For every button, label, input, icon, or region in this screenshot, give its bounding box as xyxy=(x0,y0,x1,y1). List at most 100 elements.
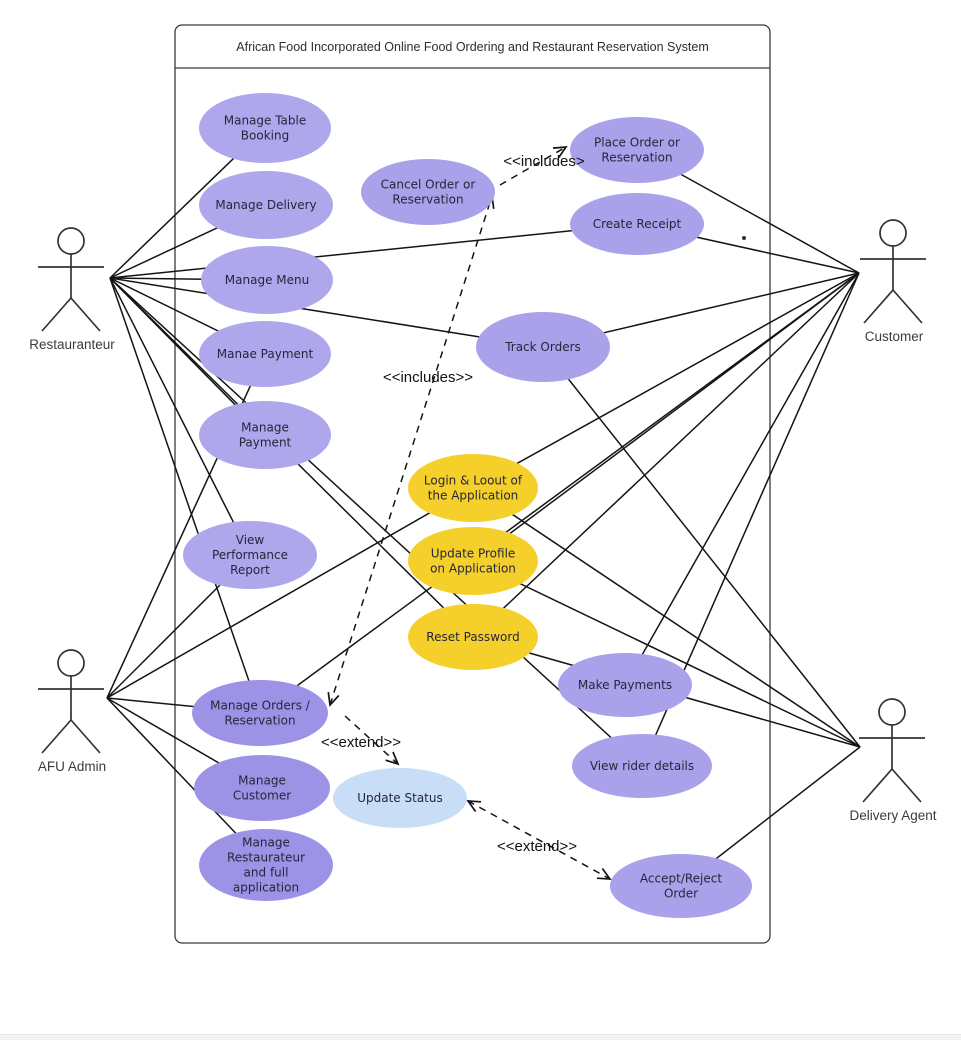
association-delivery-agent--track-orders xyxy=(542,346,861,748)
usecase-label: Manage Delivery xyxy=(215,198,316,212)
dependency-arrowhead xyxy=(596,868,612,880)
association-customer--login-loout xyxy=(472,272,860,489)
usecase-update-status[interactable]: Update Status xyxy=(333,768,467,828)
usecase-ellipse-reset-password[interactable] xyxy=(408,604,538,670)
usecase-make-payments[interactable]: Make Payments xyxy=(558,653,692,717)
actor-head xyxy=(57,227,85,255)
usecase-ellipse-manage-customer[interactable] xyxy=(194,755,330,821)
association-restauranteur--view-rider-details xyxy=(109,277,643,767)
usecase-ellipse-track-orders[interactable] xyxy=(476,312,610,382)
association-restauranteur--create-receipt xyxy=(109,223,638,279)
usecase-ellipse-view-rider-details[interactable] xyxy=(572,734,712,798)
usecase-ellipse-manage-restaurateur[interactable] xyxy=(199,829,333,901)
actor-customer[interactable]: Customer xyxy=(860,219,926,344)
diagram-title: African Food Incorporated Online Food Or… xyxy=(236,40,708,54)
dashed-dependency-0 xyxy=(329,195,493,706)
association-restauranteur--track-orders xyxy=(109,277,544,348)
actor-leg-right xyxy=(70,297,101,332)
actor-label-afu-admin: AFU Admin xyxy=(38,759,106,774)
usecase-ellipse-make-payments[interactable] xyxy=(558,653,692,717)
stereotype-label-1: <<includes>> xyxy=(383,369,473,386)
usecase-label: Manae Payment xyxy=(217,347,314,361)
actor-leg-left xyxy=(862,768,893,803)
actor-label-customer: Customer xyxy=(865,329,924,344)
actor-leg-left xyxy=(41,719,72,754)
stereotype-label-2: <<extend>> xyxy=(321,734,401,751)
association-delivery-agent--update-profile xyxy=(472,560,861,748)
bottom-edge-strip xyxy=(0,1034,961,1040)
usecase-ellipse-manage-orders-reservation[interactable] xyxy=(192,680,328,746)
usecase-create-receipt[interactable]: Create Receipt xyxy=(570,193,704,255)
association-customer--manage-orders-reservation xyxy=(259,272,860,714)
usecase-label: Manage Menu xyxy=(225,273,309,287)
actor-label-restauranteur: Restauranteur xyxy=(29,337,115,352)
association-restauranteur--manage-orders-reservation xyxy=(109,277,261,714)
dependency-arrowhead xyxy=(466,800,482,812)
stray-dot xyxy=(742,236,746,240)
dependency-arrows-layer xyxy=(327,146,612,880)
dependency-arrowhead xyxy=(552,146,568,159)
usecase-ellipse-accept-reject-order[interactable] xyxy=(610,854,752,918)
actor-afu-admin[interactable]: AFU Admin xyxy=(38,649,106,774)
usecase-label: Create Receipt xyxy=(593,217,682,231)
system-boundary xyxy=(174,24,771,944)
usecase-ellipse-create-receipt[interactable] xyxy=(570,193,704,255)
actor-leg-left xyxy=(41,297,72,332)
usecase-view-rider-details[interactable]: View rider details xyxy=(572,734,712,798)
usecase-ellipse-manae-payment[interactable] xyxy=(199,321,331,387)
association-customer--reset-password xyxy=(472,272,860,638)
stereotype-label-0: <<includes> xyxy=(503,153,585,170)
usecase-track-orders[interactable]: Track Orders xyxy=(476,312,610,382)
usecase-label: Update Status xyxy=(357,791,443,805)
usecase-ellipse-place-order-reservation[interactable] xyxy=(570,117,704,183)
usecase-ellipse-cancel-order-reservation[interactable] xyxy=(361,159,495,225)
usecase-manage-menu[interactable]: Manage Menu xyxy=(201,246,333,314)
usecase-ellipse-update-status[interactable] xyxy=(333,768,467,828)
usecase-manae-payment[interactable]: Manae Payment xyxy=(199,321,331,387)
actor-label-delivery-agent: Delivery Agent xyxy=(849,808,936,823)
usecase-reset-password[interactable]: Reset Password xyxy=(408,604,538,670)
usecase-manage-delivery[interactable]: Manage Delivery xyxy=(199,171,333,239)
actor-leg-right xyxy=(892,289,923,324)
dashed-dependency-3 xyxy=(467,800,611,880)
dependency-arrowhead xyxy=(327,691,340,707)
usecase-label: Make Payments xyxy=(578,678,672,692)
usecase-label: Manage Orders /Reservation xyxy=(210,699,311,728)
usecase-ellipse-manage-delivery[interactable] xyxy=(199,171,333,239)
usecase-ellipse-login-loout[interactable] xyxy=(408,454,538,522)
usecase-ellipse-view-performance-report[interactable] xyxy=(183,521,317,589)
actor-restauranteur[interactable]: Restauranteur xyxy=(29,227,115,352)
association-restauranteur--view-performance-report xyxy=(109,277,251,556)
actor-leg-left xyxy=(863,289,894,324)
usecase-ellipse-manage-payment[interactable] xyxy=(199,401,331,469)
usecase-ellipse-manage-table-booking[interactable] xyxy=(199,93,331,163)
stereotype-labels-layer: <<includes><<includes>><<extend>><<exten… xyxy=(321,153,585,855)
usecase-manage-orders-reservation[interactable]: Manage Orders /Reservation xyxy=(192,680,328,746)
actor-delivery-agent[interactable]: Delivery Agent xyxy=(849,698,937,823)
usecase-ellipse-manage-menu[interactable] xyxy=(201,246,333,314)
usecase-label: Reset Password xyxy=(426,630,519,644)
usecase-ellipse-update-profile[interactable] xyxy=(408,527,538,595)
